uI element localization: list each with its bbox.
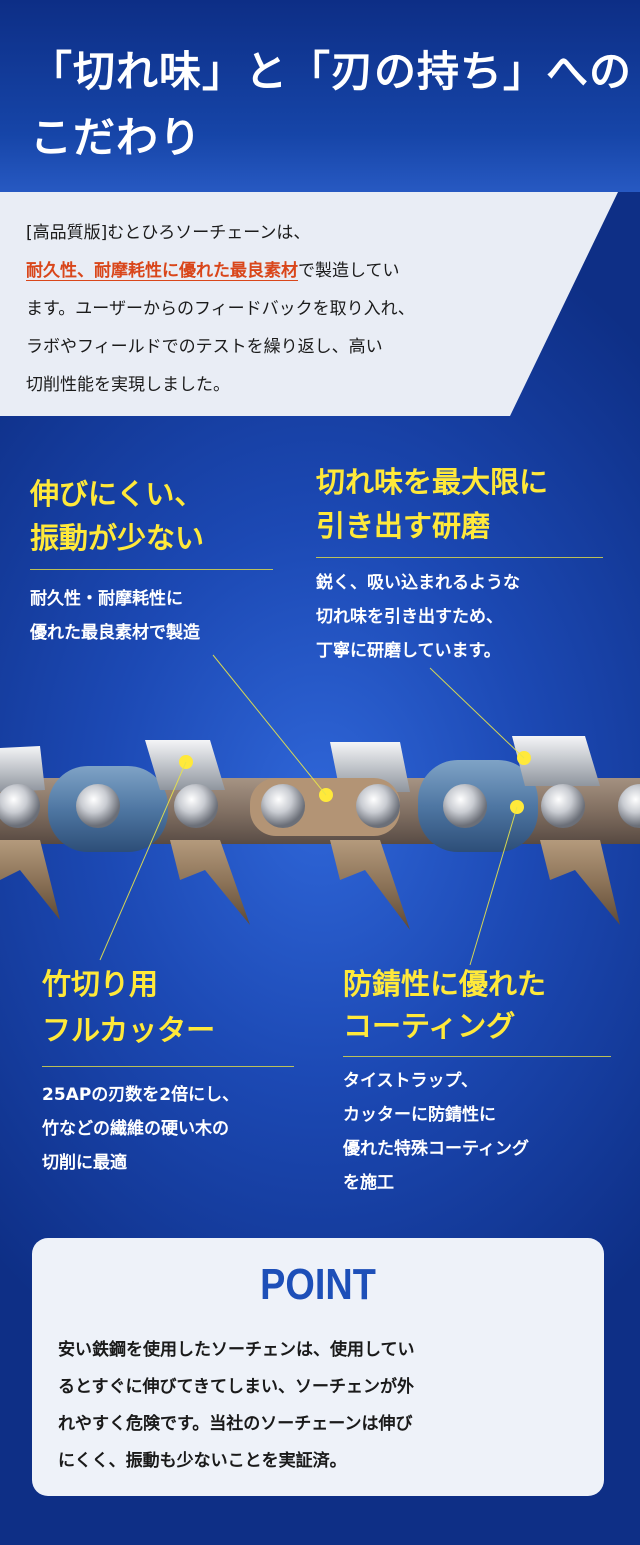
feature-sharp-divider: [316, 557, 603, 558]
feature-stretch-divider: [30, 569, 273, 570]
feature-coating-title2: コーティング: [343, 1009, 516, 1043]
feature-coating-desc4: を施工: [343, 1173, 394, 1193]
feature-coating-desc3: 優れた特殊コーティング: [343, 1139, 529, 1159]
intro-line3: ます。ユーザーからのフィードバックを取り入れ、: [26, 299, 415, 319]
point-line1: 安い鉄鋼を使用したソーチェンは、使用してい: [58, 1340, 415, 1360]
point-text: 安い鉄鋼を使用したソーチェンは、使用してい るとすぐに伸びてきてしまい、ソーチェ…: [58, 1332, 582, 1480]
feature-coating-divider: [343, 1056, 611, 1057]
feature-sharp-desc2: 切れ味を引き出すため、: [316, 607, 503, 627]
feature-coating-desc1: タイストラップ、: [343, 1071, 478, 1091]
intro-panel-shape: [0, 192, 618, 416]
feature-sharp-title2: 引き出す研磨: [316, 509, 491, 543]
feature-bamboo-divider: [42, 1066, 294, 1067]
feature-coating-desc2: カッターに防錆性に: [343, 1105, 496, 1125]
feature-bamboo-desc1: 25APの刃数を2倍にし、: [42, 1085, 240, 1105]
feature-bamboo-title1: 竹切り用: [42, 967, 159, 1001]
intro-line2-suffix: で製造してい: [298, 261, 400, 281]
page-title-line2: こだわり: [30, 113, 203, 162]
feature-coating-title1: 防錆性に優れた: [343, 967, 547, 1001]
feature-sharp-desc3: 丁寧に研磨しています。: [316, 641, 501, 661]
page-title-line1: 「切れ味」と「刃の持ち」への: [30, 47, 633, 96]
intro-panel: [0, 192, 640, 416]
feature-stretch-desc2: 優れた最良素材で製造: [30, 623, 200, 643]
feature-bamboo-title2: フルカッター: [42, 1013, 216, 1047]
header-banner: 「切れ味」と「刃の持ち」への こだわり: [0, 0, 640, 192]
saw-chain-illustration: [0, 736, 640, 930]
feature-bamboo-desc3: 切削に最適: [42, 1153, 127, 1173]
point-panel: POINT 安い鉄鋼を使用したソーチェンは、使用してい るとすぐに伸びてきてしま…: [32, 1238, 604, 1496]
feature-stretch-desc1: 耐久性・耐摩耗性に: [30, 589, 183, 609]
point-line4: にくく、振動も少ないことを実証済。: [58, 1451, 347, 1471]
intro-line2: 耐久性、耐摩耗性に優れた最良素材で製造してい: [26, 252, 586, 290]
feature-bamboo-desc2: 竹などの繊維の硬い木の: [42, 1119, 229, 1139]
point-title: POINT: [260, 1260, 376, 1309]
feature-stretch-title1: 伸びにくい、: [30, 477, 204, 511]
feature-sharp-title1: 切れ味を最大限に: [316, 465, 549, 499]
point-line3: れやすく危険です。当社のソーチェーンは伸び: [58, 1414, 413, 1434]
feature-stretch-title2: 振動が少ない: [30, 521, 205, 555]
feature-sharp-desc1: 鋭く、吸い込まれるような: [316, 573, 520, 593]
intro-highlight: 耐久性、耐摩耗性に優れた最良素材: [26, 261, 298, 281]
intro-line4: ラボやフィールドでのテストを繰り返し、高い: [26, 337, 383, 357]
intro-line5: 切削性能を実現しました。: [26, 375, 230, 395]
intro-text: [高品質版]むとひろソーチェーンは、 耐久性、耐摩耗性に優れた最良素材で製造して…: [26, 214, 586, 404]
intro-line1: [高品質版]むとひろソーチェーンは、: [26, 223, 311, 243]
point-line2: るとすぐに伸びてきてしまい、ソーチェンが外: [58, 1377, 414, 1397]
